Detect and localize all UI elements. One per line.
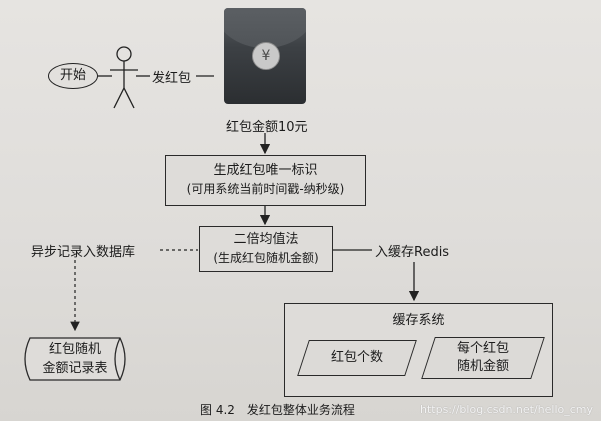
async-db-label: 异步记录入数据库	[31, 245, 136, 260]
figure-caption: 图 4.2 发红包整体业务流程	[200, 403, 355, 417]
user-figure-icon	[110, 46, 138, 109]
unique-id-line2: (可用系统当前时间戳-纳秒级)	[186, 182, 345, 196]
cache-system-title: 缓存系统	[392, 313, 445, 328]
redpacket-amount-line1: 每个红包	[456, 341, 509, 356]
unique-id-line1: 生成红包唯一标识	[213, 163, 318, 178]
cache-redis-label: 入缓存Redis	[375, 245, 450, 260]
db-line2: 金额记录表	[42, 361, 108, 376]
db-text: 红包随机 金额记录表	[30, 340, 120, 378]
envelope-flap	[224, 8, 306, 48]
start-label: 开始	[59, 68, 86, 83]
red-envelope-icon: ¥	[224, 8, 306, 104]
unique-id-box: 生成红包唯一标识 (可用系统当前时间戳-纳秒级)	[165, 155, 366, 206]
redpacket-amount-text: 每个红包 随机金额	[428, 340, 538, 376]
yuan-coin-icon: ¥	[252, 42, 280, 70]
redpacket-count-label: 红包个数	[330, 350, 383, 365]
double-mean-line1: 二倍均值法	[233, 232, 299, 247]
action-label: 发红包	[152, 71, 192, 86]
amount-label: 红包金额10元	[226, 120, 308, 135]
db-line1: 红包随机	[48, 342, 101, 357]
database-cylinder-icon	[24, 337, 126, 381]
double-mean-line2: (生成红包随机金额)	[213, 251, 319, 265]
start-node: 开始	[48, 63, 98, 89]
watermark-text: https://blog.csdn.net/hello_cmy	[420, 403, 594, 416]
redpacket-amount-line2: 随机金额	[456, 359, 509, 374]
double-mean-box: 二倍均值法 (生成红包随机金额)	[199, 226, 333, 272]
